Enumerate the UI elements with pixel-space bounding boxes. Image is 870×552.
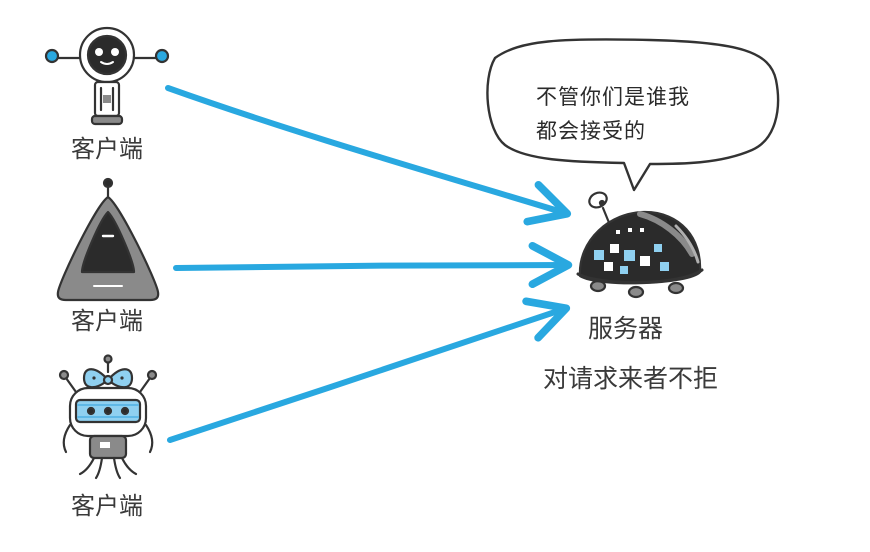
server-label: 服务器 <box>588 314 664 343</box>
arrow-client-2-to-server <box>173 241 573 289</box>
triangle-robot-icon <box>56 177 160 302</box>
arrow-client-3-to-server <box>167 297 571 443</box>
request-arrows <box>165 85 573 443</box>
bow-robot-icon <box>58 354 158 480</box>
round-head-robot-icon <box>44 26 170 126</box>
dome-server-robot-icon <box>576 191 704 299</box>
client-label: 客户端 <box>71 135 143 163</box>
speech-bubble <box>486 38 780 192</box>
arrow-client-1-to-server <box>165 85 572 226</box>
server-caption: 对请求来者不拒 <box>543 364 719 393</box>
speech-bubble-line: 都会接受的 <box>536 119 646 143</box>
client-label: 客户端 <box>71 307 143 335</box>
speech-bubble-line: 不管你们是谁我 <box>536 85 690 109</box>
client-label: 客户端 <box>71 492 143 520</box>
